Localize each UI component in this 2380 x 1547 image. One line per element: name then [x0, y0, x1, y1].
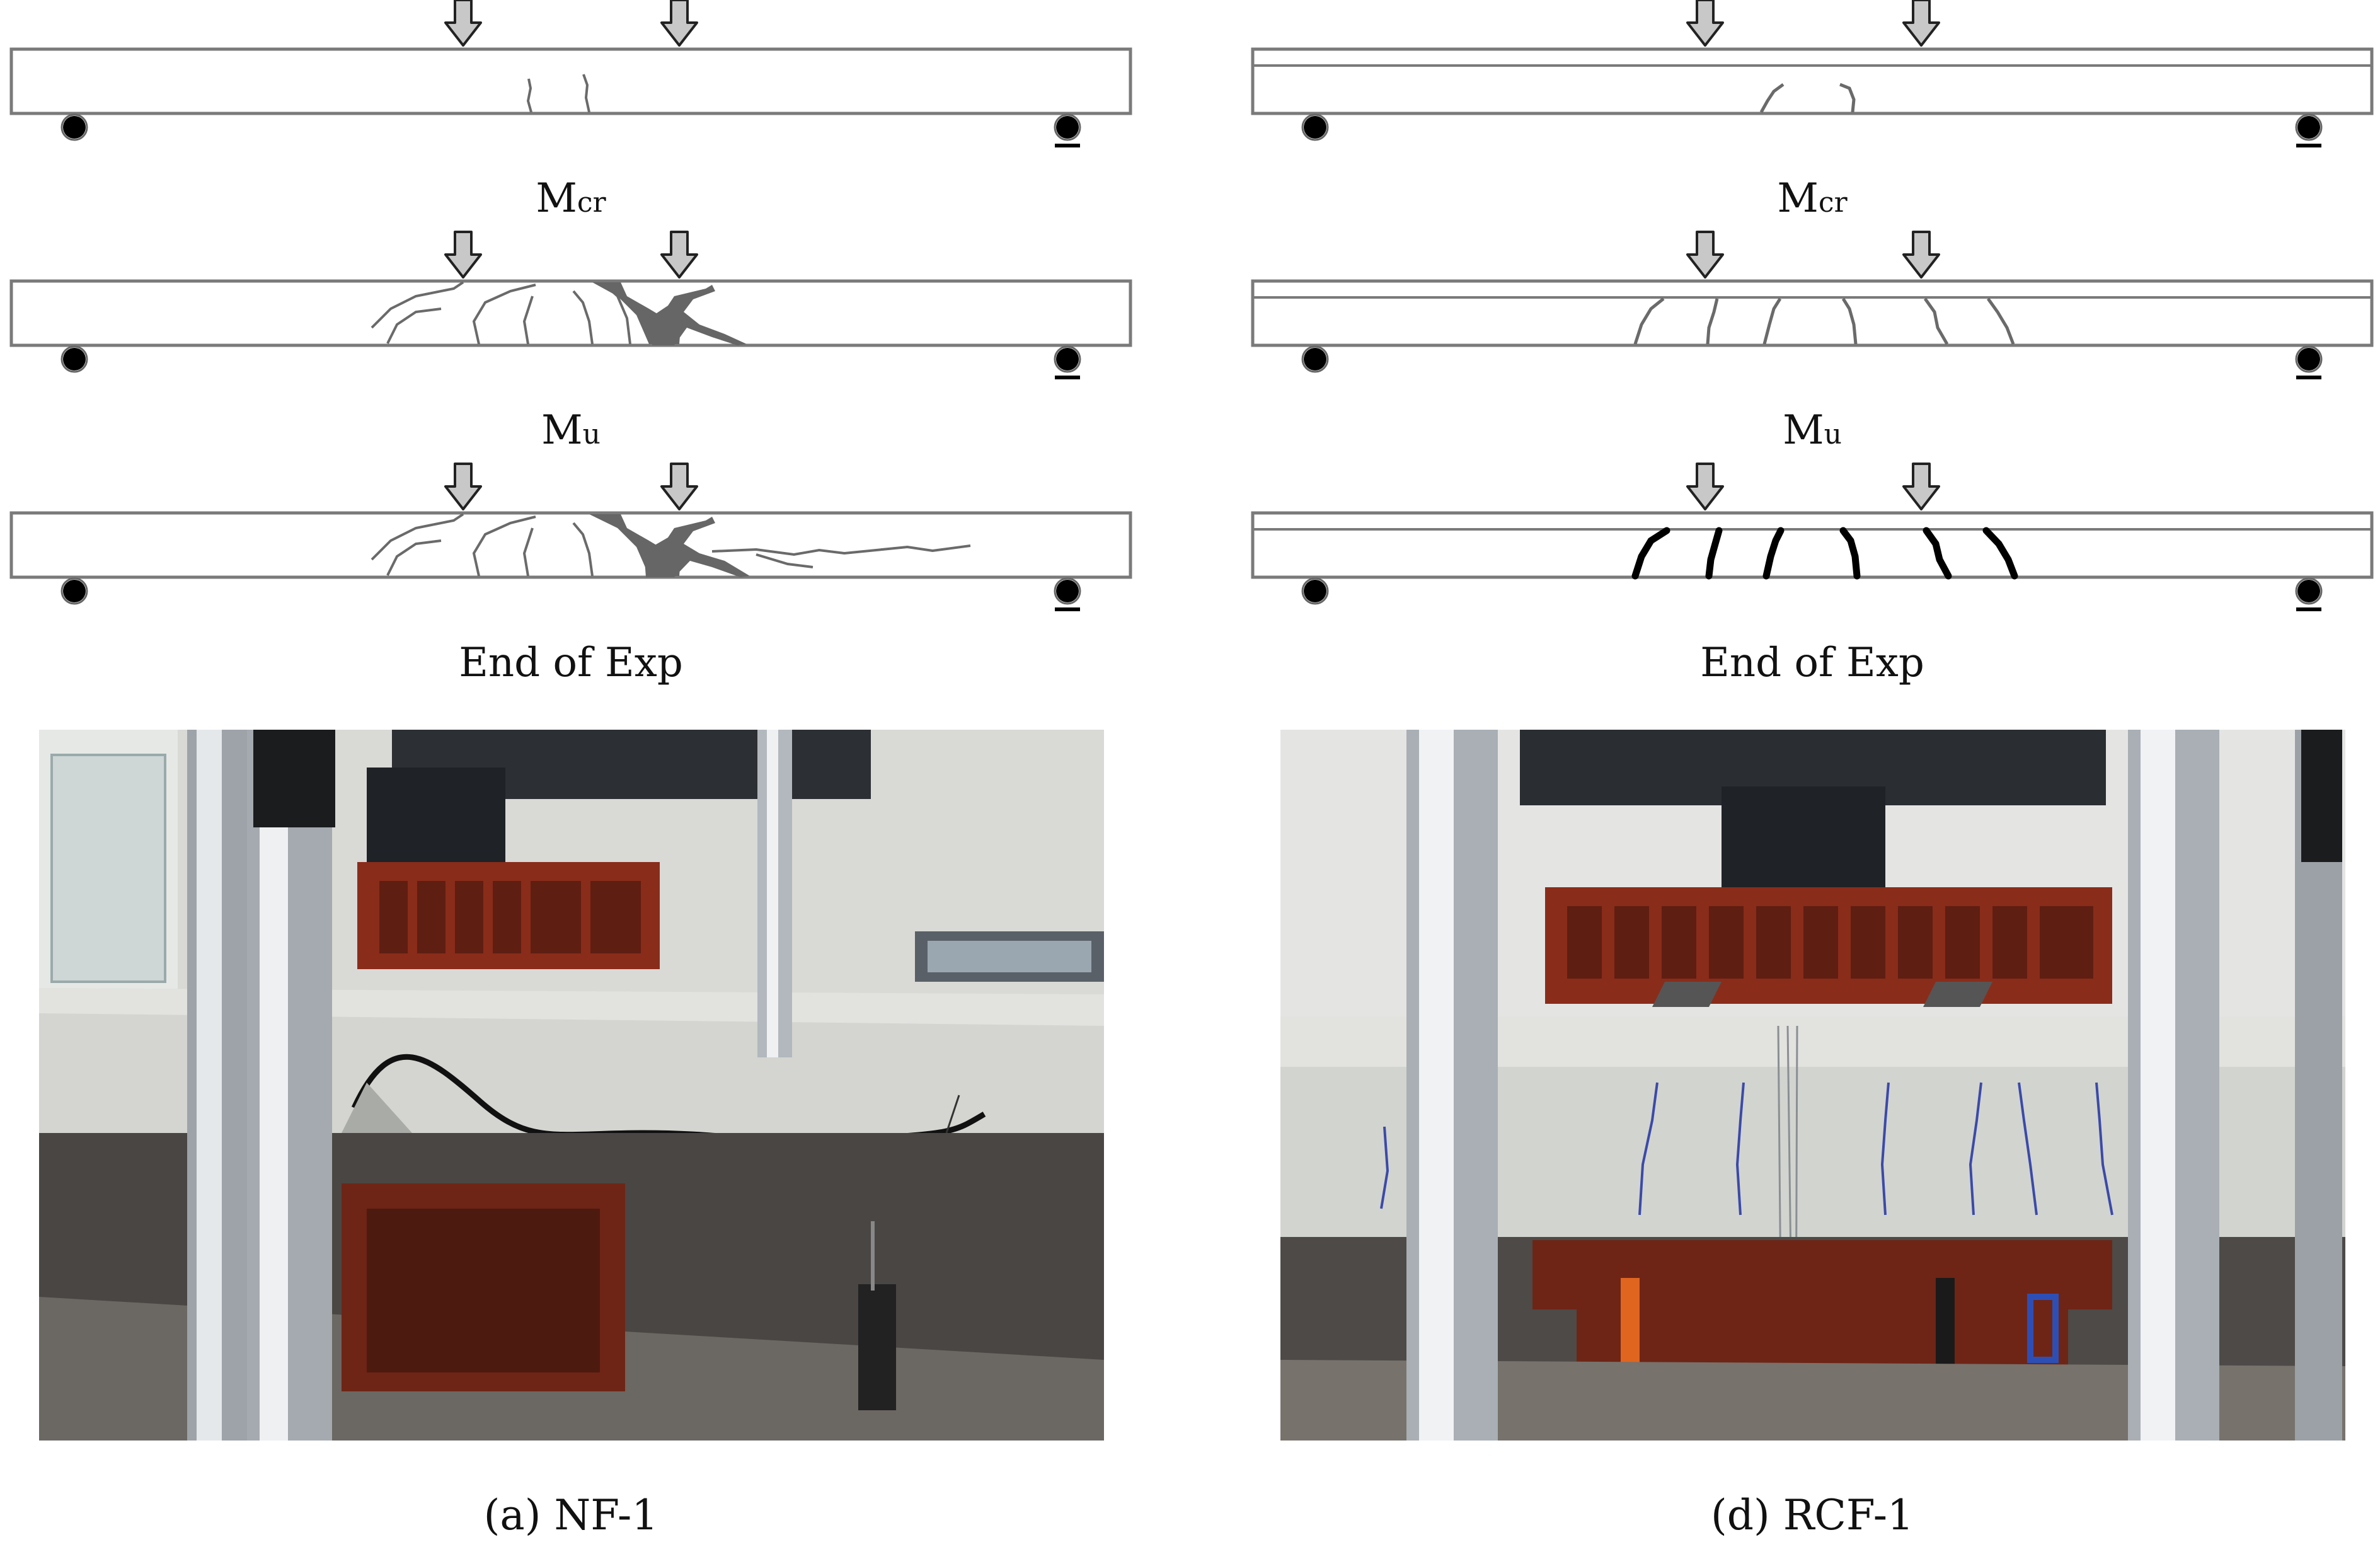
- load-arrow-icon: [660, 0, 698, 47]
- nf1-beam-mu: [9, 231, 1132, 381]
- pin-support-icon: [1301, 345, 1329, 373]
- spalling-region: [589, 514, 750, 577]
- roller-support-icon: [2295, 113, 2323, 149]
- cracks: [1759, 83, 1856, 113]
- load-arrow-icon: [444, 231, 482, 279]
- load-arrow-icon: [660, 463, 698, 510]
- pin-support-icon: [60, 345, 88, 373]
- rcf1-stage-label-mu: Mu: [1783, 407, 1842, 454]
- cracks: [526, 74, 590, 113]
- roller-support-icon: [2295, 577, 2323, 612]
- nf1-stage-label-mu: Mu: [541, 407, 601, 454]
- load-arrow-icon: [1686, 0, 1724, 47]
- roller-support-icon: [1054, 577, 1081, 612]
- caption-rcf1: (d) RCF-1: [1710, 1491, 1914, 1539]
- cracks: [371, 513, 971, 577]
- photo-beam-test-nf1-icon: [39, 730, 1104, 1441]
- load-arrow-icon: [1902, 463, 1940, 510]
- rcf1-stage-label-mcr: Mcr: [1777, 175, 1848, 222]
- cracks: [1633, 297, 2015, 345]
- rcf1-stage-label-end: End of Exp: [1700, 640, 1924, 686]
- roller-support-icon: [1054, 345, 1081, 381]
- load-arrow-icon: [444, 463, 482, 510]
- load-arrow-icon: [1686, 231, 1724, 279]
- rcf1-beam-mu: [1251, 231, 2374, 381]
- roller-support-icon: [2295, 345, 2323, 381]
- nf1-stage-label-mcr: Mcr: [536, 175, 606, 222]
- pin-support-icon: [1301, 113, 1329, 141]
- nf1-stage-label-end: End of Exp: [459, 640, 683, 686]
- cracks: [1631, 527, 2018, 580]
- caption-nf1: (a) NF-1: [483, 1491, 658, 1539]
- rcf1-beam-mcr: [1251, 0, 2374, 149]
- roller-support-icon: [1054, 113, 1081, 149]
- photo-nf1: [39, 730, 1104, 1441]
- nf1-beam-end: [9, 463, 1132, 612]
- spalling-region: [592, 282, 747, 345]
- load-arrow-icon: [444, 0, 482, 47]
- pin-support-icon: [60, 577, 88, 605]
- rcf1-beam-end: [1251, 463, 2374, 612]
- load-arrow-icon: [1686, 463, 1724, 510]
- photo-beam-test-rcf1-icon: [1280, 730, 2345, 1441]
- load-arrow-icon: [1902, 0, 1940, 47]
- pin-support-icon: [60, 113, 88, 141]
- nf1-beam-mcr: [9, 0, 1132, 149]
- load-arrow-icon: [1902, 231, 1940, 279]
- pin-support-icon: [1301, 577, 1329, 605]
- photo-rcf1: [1280, 730, 2345, 1441]
- load-arrow-icon: [660, 231, 698, 279]
